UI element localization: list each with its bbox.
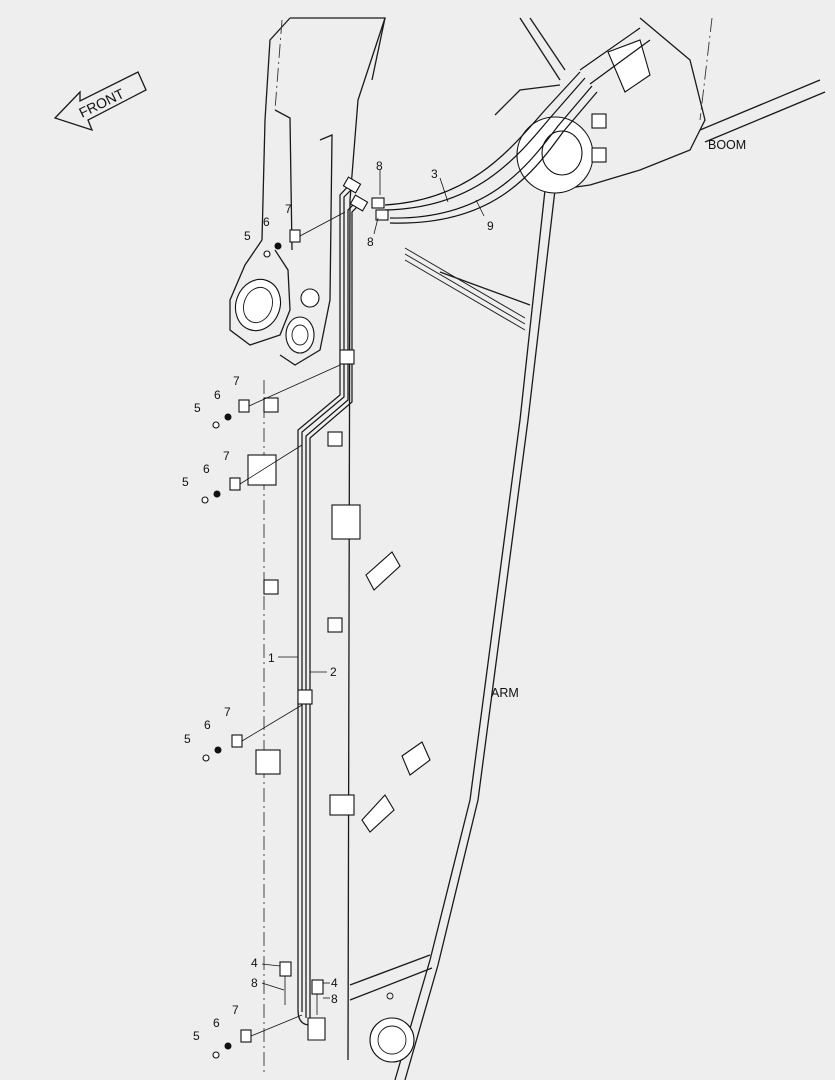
callout-7: 7 bbox=[223, 449, 230, 463]
callout-4: 4 bbox=[251, 956, 258, 970]
callout-6: 6 bbox=[263, 215, 270, 229]
callout-2: 2 bbox=[330, 665, 337, 679]
callout-5: 5 bbox=[193, 1029, 200, 1043]
callout-7: 7 bbox=[224, 705, 231, 719]
boom-label: BOOM bbox=[708, 138, 746, 152]
callout-6: 6 bbox=[214, 388, 221, 402]
clamp-group-3: 5 6 7 bbox=[182, 444, 303, 504]
callout-8: 8 bbox=[251, 976, 258, 990]
callout-8: 8 bbox=[367, 235, 374, 249]
hose-assembly bbox=[297, 27, 651, 1026]
callout-1: 1 bbox=[268, 651, 275, 665]
clamp-group-2: 5 6 7 bbox=[194, 364, 341, 429]
callout-8: 8 bbox=[331, 992, 338, 1006]
bottom-fittings: 4 8 4 8 bbox=[251, 956, 338, 1015]
arm-blocks bbox=[247, 349, 431, 1063]
callout-5: 5 bbox=[194, 401, 201, 415]
callout-5: 5 bbox=[182, 475, 189, 489]
callout-8: 8 bbox=[376, 159, 383, 173]
callout-7: 7 bbox=[232, 1003, 239, 1017]
callout-3: 3 bbox=[431, 167, 438, 181]
clamp-group-1: 5 6 7 bbox=[244, 202, 346, 258]
clamp-group-4: 5 6 7 bbox=[184, 704, 303, 762]
callout-7: 7 bbox=[233, 374, 240, 388]
front-direction-arrow: FRONT bbox=[53, 71, 147, 132]
callout-6: 6 bbox=[213, 1016, 220, 1030]
callout-5: 5 bbox=[184, 732, 191, 746]
clamp-group-5: 5 6 7 bbox=[193, 1003, 303, 1059]
main-callouts: 8 8 3 9 1 2 bbox=[268, 159, 494, 679]
callout-4: 4 bbox=[331, 976, 338, 990]
arm-structure bbox=[229, 17, 556, 1080]
callout-5: 5 bbox=[244, 229, 251, 243]
callout-6: 6 bbox=[204, 718, 211, 732]
callout-6: 6 bbox=[203, 462, 210, 476]
callout-9: 9 bbox=[487, 219, 494, 233]
arm-label: ARM bbox=[491, 686, 519, 700]
boom-structure bbox=[494, 17, 826, 194]
callout-7: 7 bbox=[285, 202, 292, 216]
